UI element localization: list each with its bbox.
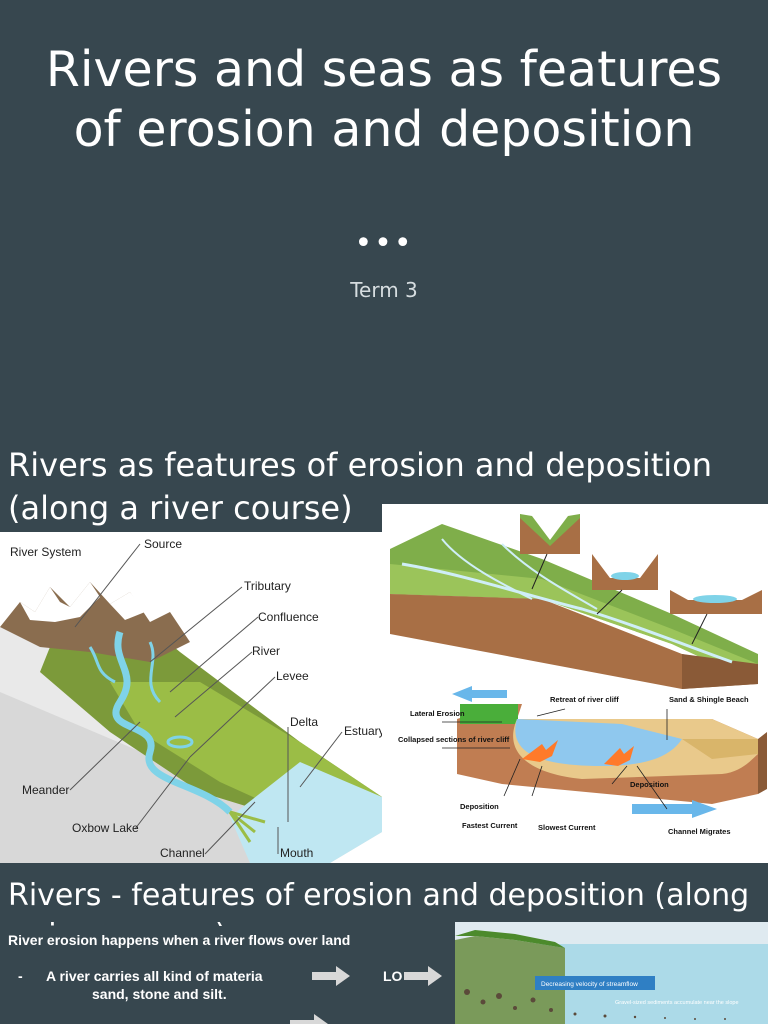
rivers-features-slide: Rivers - features of erosion and deposit… — [0, 866, 768, 1024]
right-arrow-icon-3 — [290, 1014, 328, 1024]
river-system-diagram: River System Source Tributary Confluence… — [0, 532, 385, 863]
title-slide: Rivers and seas as features of erosion a… — [0, 0, 768, 430]
title-dots: ••• — [354, 226, 414, 261]
right-arrow-icon — [312, 966, 350, 986]
label-sand-beach: Sand & Shingle Beach — [669, 695, 749, 704]
label-levee: Levee — [276, 669, 309, 683]
note-gravel: Gravel-sized sediments accumulate near t… — [615, 1000, 739, 1006]
bullet-line-2: sand, stone and silt. — [92, 986, 227, 1002]
label-estuary: Estuary — [344, 724, 382, 738]
label-mouth: Mouth — [280, 846, 313, 860]
label-oxbow-lake: Oxbow Lake — [72, 821, 139, 835]
label-retreat: Retreat of river cliff — [550, 695, 619, 704]
sediment-diagram: Decreasing velocity of streamflow Gravel… — [455, 922, 768, 1024]
label-river-system: River System — [10, 545, 81, 559]
label-slowest-current: Slowest Current — [538, 823, 596, 832]
right-arrow-icon-2 — [404, 966, 442, 986]
bullet-dash: - — [18, 968, 23, 984]
label-collapsed: Collapsed sections of river cliff — [398, 735, 510, 744]
label-confluence: Confluence — [258, 610, 319, 624]
bullet-line-1: A river carries all kind of materia — [46, 968, 263, 984]
label-source: Source — [144, 537, 182, 551]
label-delta: Delta — [290, 715, 318, 729]
bullet-right-text: LO — [383, 968, 403, 984]
label-channel: Channel — [160, 846, 205, 860]
slide-body: River erosion happens when a river flows… — [0, 926, 455, 1024]
subtitle: Term 3 — [350, 278, 418, 302]
slide-title-features: Rivers - features of erosion and deposit… — [8, 878, 750, 953]
main-title: Rivers and seas as features of erosion a… — [45, 41, 723, 158]
label-fastest-current: Fastest Current — [462, 821, 518, 830]
label-deposition-left: Deposition — [460, 802, 499, 811]
sediment-illustration: Decreasing velocity of streamflow Gravel… — [455, 922, 768, 1024]
banner-velocity: Decreasing velocity of streamflow — [541, 981, 638, 988]
lead-text: River erosion happens when a river flows… — [8, 932, 351, 948]
label-tributary: Tributary — [244, 579, 291, 593]
meander-erosion-diagram: Retreat of river cliff Sand & Shingle Be… — [382, 504, 768, 863]
label-deposition-right: Deposition — [630, 780, 669, 789]
label-meander: Meander — [22, 783, 69, 797]
label-channel-migrates: Channel Migrates — [668, 827, 731, 836]
rivers-slide: Rivers as features of erosion and deposi… — [0, 430, 768, 863]
label-lateral-erosion: Lateral Erosion — [410, 709, 465, 718]
label-river: River — [252, 644, 280, 658]
slide-title-rivers: Rivers as features of erosion and deposi… — [8, 446, 713, 527]
valley-illustration: Retreat of river cliff Sand & Shingle Be… — [390, 514, 767, 836]
river-system-illustration: River System Source Tributary Confluence… — [0, 537, 385, 863]
